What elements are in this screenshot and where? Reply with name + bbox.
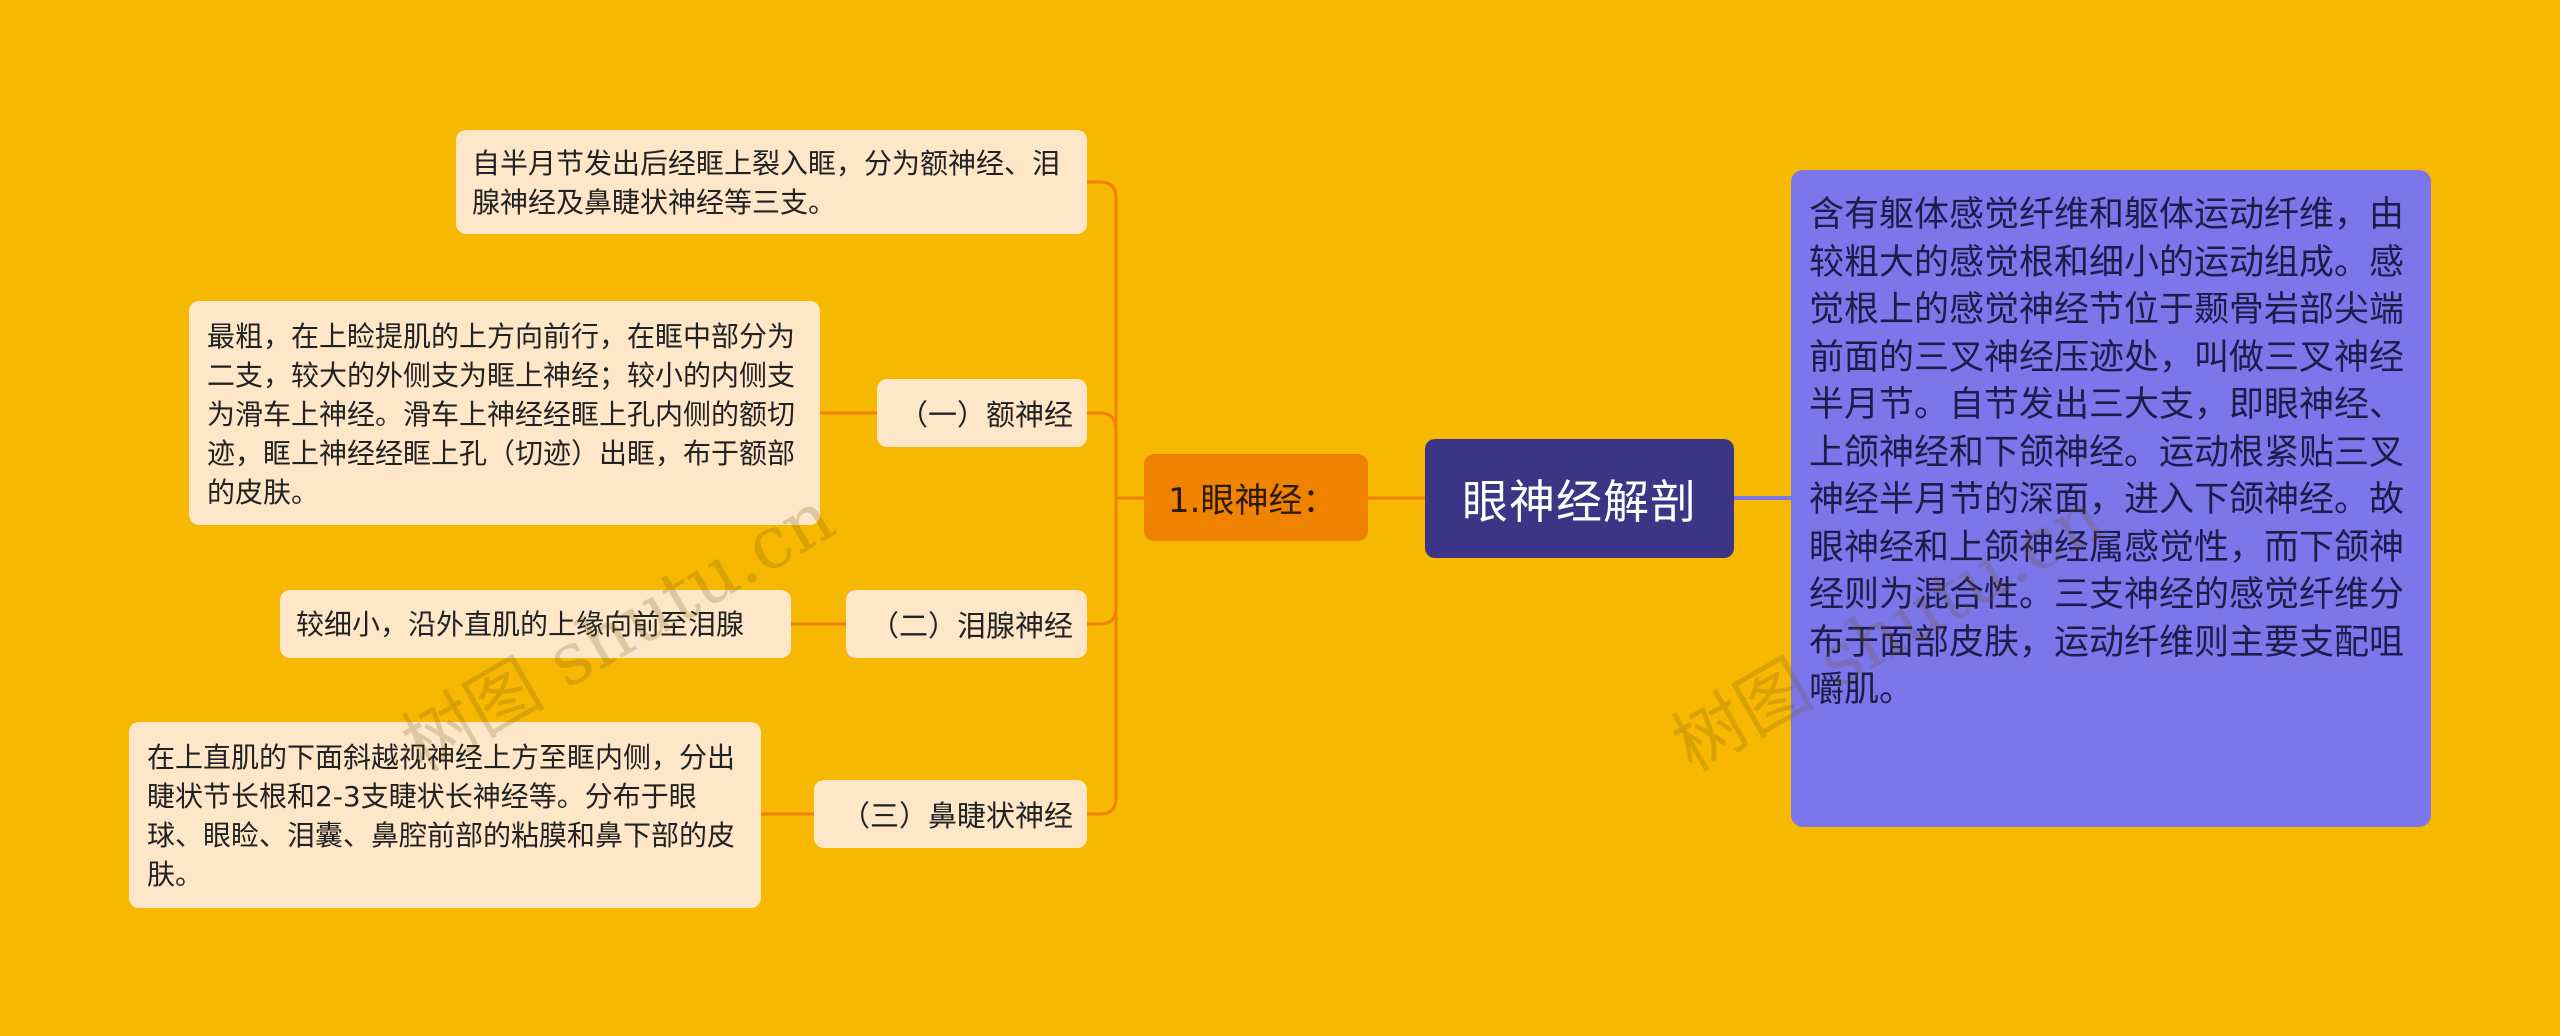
leaf-node-2[interactable]: 较细小，沿外直肌的上缘向前至泪腺 bbox=[280, 590, 791, 658]
root-node[interactable]: 眼神经解剖 bbox=[1425, 439, 1734, 558]
connector-trunk-sub3 bbox=[1087, 608, 1118, 816]
connector-trunk-sub2 bbox=[1087, 498, 1118, 626]
branch-intro-node[interactable]: 自半月节发出后经眶上裂入眶，分为额神经、泪腺神经及鼻睫状神经等三支。 bbox=[456, 130, 1087, 234]
sub-label-1: （一）额神经 bbox=[898, 398, 1073, 432]
connector-trunk-intro bbox=[1087, 180, 1118, 498]
leaf-text-2: 较细小，沿外直肌的上缘向前至泪腺 bbox=[296, 607, 745, 641]
description-node[interactable]: 含有躯体感觉纤维和躯体运动纤维，由较粗大的感觉根和细小的运动组成。感觉根上的感觉… bbox=[1791, 170, 2431, 827]
connector-trunk-sub1 bbox=[1087, 411, 1118, 431]
sub-node-3[interactable]: （三）鼻睫状神经 bbox=[814, 780, 1087, 848]
sub-node-2[interactable]: （二）泪腺神经 bbox=[846, 590, 1087, 658]
leaf-node-3[interactable]: 在上直肌的下面斜越视神经上方至眶内侧，分出睫状节长根和2-3支睫状长神经等。分布… bbox=[129, 722, 761, 908]
description-text: 含有躯体感觉纤维和躯体运动纤维，由较粗大的感觉根和细小的运动组成。感觉根上的感觉… bbox=[1809, 195, 2405, 710]
leaf-node-1[interactable]: 最粗，在上睑提肌的上方向前行，在眶中部分为二支，较大的外侧支为眶上神经；较小的内… bbox=[189, 301, 820, 525]
leaf-text-3: 在上直肌的下面斜越视神经上方至眶内侧，分出睫状节长根和2-3支睫状长神经等。分布… bbox=[147, 741, 736, 891]
root-label: 眼神经解剖 bbox=[1462, 474, 1697, 529]
branch-intro-text: 自半月节发出后经眶上裂入眶，分为额神经、泪腺神经及鼻睫状神经等三支。 bbox=[472, 147, 1061, 219]
branch-label: 1.眼神经： bbox=[1168, 481, 1337, 521]
sub-node-1[interactable]: （一）额神经 bbox=[877, 379, 1087, 447]
branch-node[interactable]: 1.眼神经： bbox=[1144, 454, 1368, 541]
leaf-text-1: 最粗，在上睑提肌的上方向前行，在眶中部分为二支，较大的外侧支为眶上神经；较小的内… bbox=[207, 320, 796, 509]
sub-label-2: （二）泪腺神经 bbox=[869, 609, 1073, 643]
sub-label-3: （三）鼻睫状神经 bbox=[840, 799, 1073, 833]
